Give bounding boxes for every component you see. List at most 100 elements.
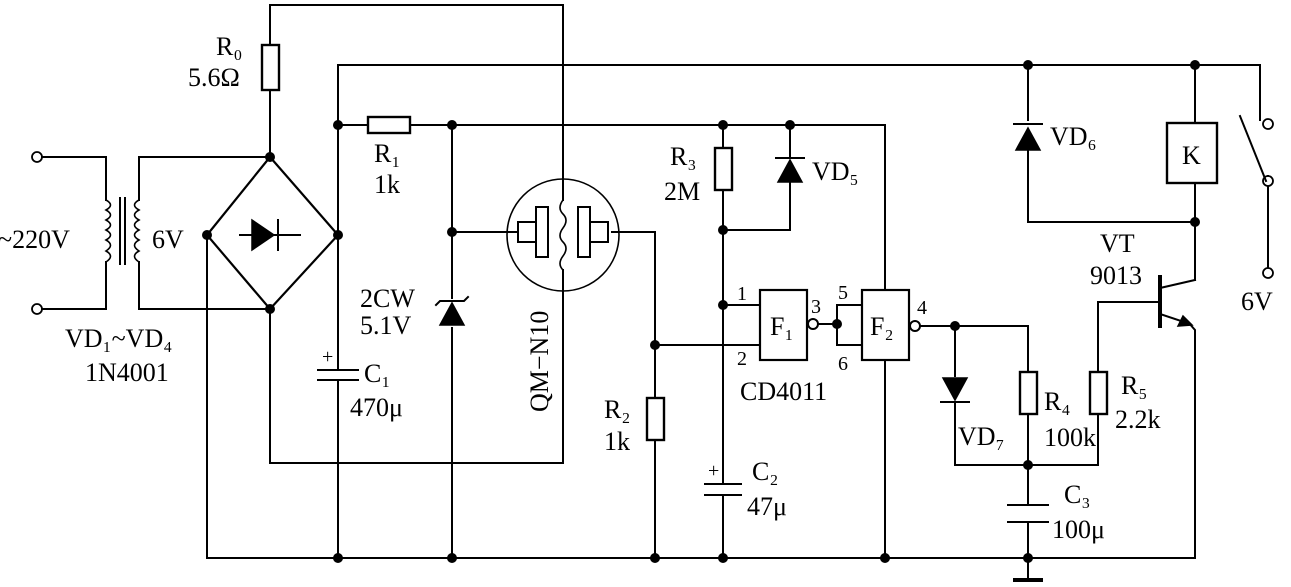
junction: [785, 120, 795, 130]
c1-label: C₁: [364, 359, 390, 388]
ground-rail: [206, 234, 1196, 559]
labels: ~220V 6V VD₁~VD₄ 1N4001 R₀ 5.6Ω R₁ 1k 2C…: [0, 32, 1273, 544]
pin-3-label: 3: [811, 296, 821, 318]
ic-label: CD4011: [740, 377, 827, 406]
r3-value-label: 2M: [664, 177, 700, 206]
junction: [950, 321, 960, 331]
sensor-element-left: [535, 206, 549, 258]
vd5-icon: [776, 158, 804, 183]
resistor-r1: [366, 115, 412, 135]
f2-pin6-wire: [836, 323, 863, 346]
zener-bar: [434, 295, 470, 307]
vd7-label: VD₇: [958, 422, 1005, 451]
vd5-label: VD₅: [812, 157, 859, 186]
resistor-r0: [260, 43, 281, 92]
ac-terminal-bottom[interactable]: [31, 303, 43, 315]
r2-value-label: 1k: [604, 427, 630, 456]
bridge-outline: [205, 155, 340, 311]
output-terminal[interactable]: [1262, 267, 1274, 279]
capacitor-c3: [1007, 504, 1049, 582]
r0-value-label: 5.6Ω: [188, 63, 240, 92]
primary-coil: [104, 199, 112, 263]
r5-label: R₅: [1121, 371, 1147, 400]
resistor-r3: [713, 146, 734, 192]
r0-label: R₀: [216, 32, 242, 61]
sensor-housing: [506, 178, 620, 292]
zener-diode: [434, 295, 470, 326]
relay-label: K: [1182, 141, 1201, 170]
c2-value-label: 47μ: [747, 492, 787, 521]
junction: [718, 553, 728, 563]
pin-4-label: 4: [917, 297, 927, 319]
resistor-r2: [645, 396, 666, 442]
junction: [1023, 553, 1033, 563]
emitter-wire: [1186, 320, 1196, 559]
base-wire: [1097, 301, 1161, 373]
resistor-r5: [1088, 370, 1109, 416]
r4-value-label: 100k: [1044, 423, 1096, 452]
heater-filament: [559, 199, 567, 271]
junction: [447, 120, 457, 130]
relay-coil: [1165, 121, 1219, 185]
junction: [447, 227, 457, 237]
junction: [1190, 217, 1200, 227]
r3-label: R₃: [670, 142, 696, 171]
zener-value-label: 5.1V: [360, 311, 412, 340]
f2-pin5-wire: [836, 304, 863, 325]
nand-gate-f2: [860, 288, 928, 362]
secondary-voltage-label: 6V: [152, 225, 184, 254]
gate-f2-bubble: [909, 320, 921, 332]
relay-contact: [1238, 114, 1274, 279]
junction: [650, 340, 660, 350]
transistor-type-label: 9013: [1090, 261, 1142, 290]
diode-vd7: [940, 377, 970, 403]
sensor-electrode-left: [517, 221, 537, 243]
c2-plus-label: +: [708, 460, 719, 482]
r2-label: R₂: [604, 395, 630, 424]
vd5-bottom-wire: [722, 181, 791, 231]
zener-icon: [438, 301, 466, 326]
bridge-name-label: VD₁~VD₄: [65, 324, 172, 353]
primary-wire-bottom: [41, 261, 107, 310]
c3-label: C₃: [1064, 480, 1090, 509]
c3-value-label: 100μ: [1052, 515, 1105, 544]
nand-gate-f1: [758, 288, 838, 362]
transistor-label: VT: [1100, 229, 1135, 258]
regulated-rail: [409, 124, 886, 291]
sensor-label: QM−N10: [525, 311, 554, 412]
capacitor-c2: [704, 483, 742, 496]
pin-5-label: 5: [838, 282, 848, 304]
pin-2-label: 2: [737, 348, 747, 370]
r4-label: R₄: [1044, 387, 1070, 416]
secondary-coil: [133, 199, 141, 263]
junction: [333, 120, 343, 130]
secondary-wire-bottom: [138, 261, 271, 310]
gas-sensor: [506, 178, 620, 292]
gate-f2-body: [860, 288, 911, 362]
gate-f1-body: [758, 288, 809, 362]
junction: [718, 120, 728, 130]
heater-return-wire: [269, 269, 564, 464]
transformer: [104, 197, 141, 265]
diode-vd5: [775, 157, 805, 183]
ac-terminal-top[interactable]: [31, 151, 43, 163]
junction: [1190, 60, 1200, 70]
contact-terminal-top: [1262, 118, 1274, 130]
vd6-label: VD₆: [1050, 122, 1097, 151]
transistor-collector: [1158, 278, 1197, 290]
vd6-bottom-wire: [1027, 149, 1196, 223]
r1-value-label: 1k: [374, 170, 400, 199]
diode-vd6: [1013, 123, 1043, 151]
f2-output-wire: [926, 325, 1029, 373]
c1-plus-label: +: [322, 346, 333, 368]
junction: [1023, 60, 1033, 70]
pin-1-label: 1: [737, 283, 747, 305]
sensor-electrode-right: [589, 221, 609, 243]
junction: [333, 553, 343, 563]
gate-f2-label: F₂: [870, 312, 894, 341]
r1-label: R₁: [374, 139, 400, 168]
junction: [880, 553, 890, 563]
contact-blade: [1238, 114, 1268, 183]
sensor-element-right: [577, 206, 591, 258]
